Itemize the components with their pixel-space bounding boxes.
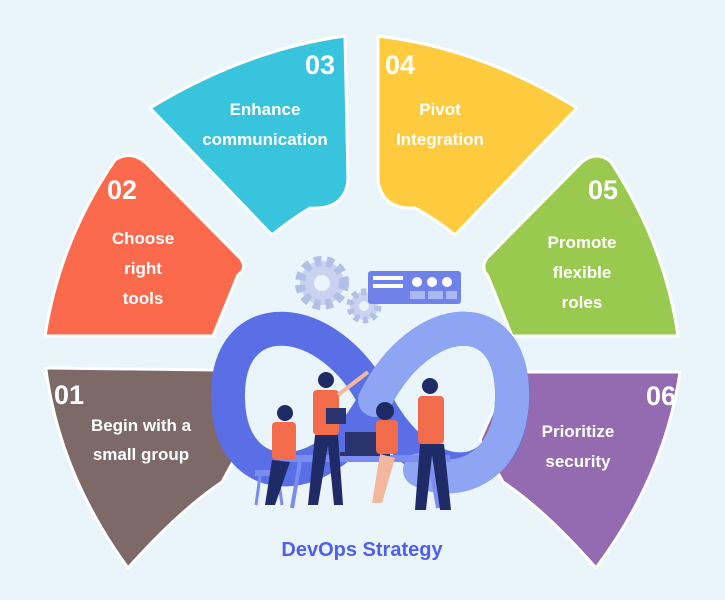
- segment-label-line: Promote: [548, 233, 617, 252]
- segment-shape: [44, 366, 247, 570]
- segment-label-line: security: [545, 452, 611, 471]
- segment-label-line: Choose: [112, 229, 174, 248]
- segment-number: 03: [305, 50, 335, 80]
- segment-shape: [482, 154, 680, 338]
- segment-shape: [478, 370, 682, 570]
- segment-label-line: Enhance: [230, 100, 301, 119]
- segment-label-line: flexible: [553, 263, 612, 282]
- diagram-caption: DevOps Strategy: [281, 539, 443, 561]
- segment-label-line: Pivot: [419, 100, 461, 119]
- segment-label-line: Prioritize: [542, 422, 615, 441]
- segment-number: 06: [646, 381, 676, 411]
- segment-label-line: roles: [562, 293, 603, 312]
- laptop-icon: [340, 432, 390, 456]
- segment-number: 04: [385, 50, 415, 80]
- segment-number: 05: [588, 175, 618, 205]
- team-illustration: [210, 256, 530, 510]
- gear-icon: [295, 256, 382, 324]
- segment-label-line: tools: [123, 289, 164, 308]
- dashboard-window-icon: [368, 271, 461, 304]
- segment-shape: [148, 34, 350, 237]
- segment-label-line: right: [124, 259, 162, 278]
- segment-shape: [376, 34, 579, 237]
- segment-label-line: small group: [93, 445, 189, 464]
- infinity-loop-icon: [210, 311, 530, 494]
- segment-number: 02: [107, 175, 137, 205]
- segment-label-line: communication: [202, 130, 328, 149]
- segment-shape: [43, 154, 245, 338]
- segment-number: 01: [54, 380, 84, 410]
- team-people-icon: [265, 370, 451, 510]
- segment-label-line: Begin with a: [91, 416, 192, 435]
- segment-label-line: Integration: [396, 130, 484, 149]
